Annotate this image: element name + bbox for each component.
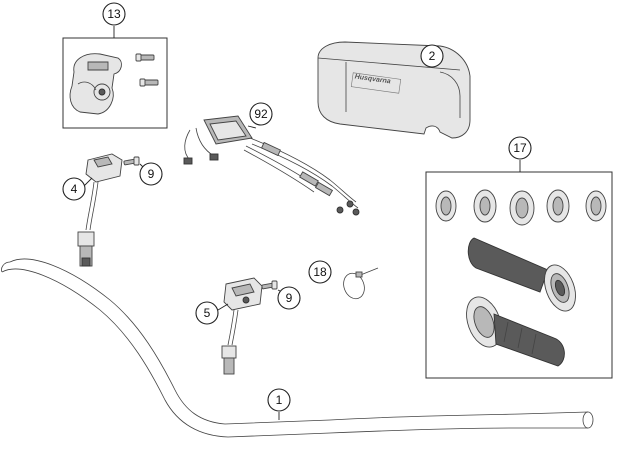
- callout-17-label: 17: [513, 141, 527, 155]
- callout-4-label: 4: [71, 182, 78, 196]
- callout-5-label: 5: [204, 306, 211, 320]
- callout-2-label: 2: [429, 49, 436, 63]
- cable-tie-part: [343, 267, 379, 300]
- callout-18-label: 18: [313, 265, 327, 279]
- callout-9-right-label: 9: [286, 291, 293, 305]
- callout-4: 4: [62, 177, 86, 201]
- throttle-cables-part: [183, 115, 360, 216]
- callout-5: 5: [195, 301, 219, 325]
- callout-9-left-label: 9: [148, 167, 155, 181]
- callout-17: 17: [508, 136, 532, 160]
- handlebar-part: [1, 258, 594, 438]
- callout-92-label: 92: [254, 107, 268, 121]
- grip-throttle-side: [467, 237, 576, 312]
- grip-rings: [435, 189, 607, 226]
- callout-18: 18: [308, 260, 332, 284]
- callout-13-label: 13: [107, 7, 121, 21]
- throttle-housing-part: [62, 37, 168, 129]
- callout-1: 1: [267, 388, 291, 412]
- callout-1-label: 1: [276, 393, 283, 407]
- callout-9-right: 9: [277, 286, 301, 310]
- callout-2: 2: [420, 44, 444, 68]
- right-switch-part: [221, 277, 263, 375]
- left-switch-part: [77, 153, 123, 267]
- callout-9-left: 9: [139, 162, 163, 186]
- screw-9-right: [261, 280, 278, 290]
- screw-upper: [135, 53, 155, 62]
- callout-92: 92: [249, 102, 273, 126]
- grip-set-part: [425, 171, 613, 379]
- grip-clutch-side: [466, 296, 565, 367]
- pad-logo-text: Husqvarna: [354, 73, 391, 85]
- screw-9-left: [123, 156, 140, 166]
- handlebar-pad-part: Husqvarna: [317, 41, 471, 139]
- screw-lower: [139, 78, 159, 87]
- callout-13: 13: [102, 2, 126, 26]
